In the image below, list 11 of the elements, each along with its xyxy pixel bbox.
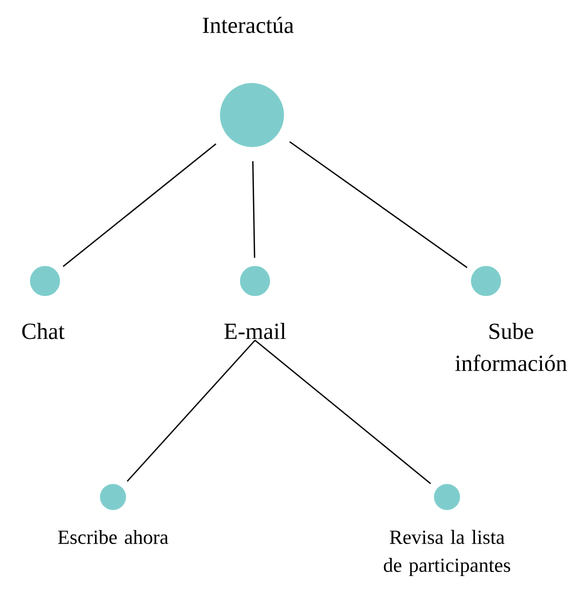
connector-line	[62, 143, 216, 267]
dot-with-label: Interactúa	[202, 16, 294, 147]
dot-with-label: Revisa la lista de participantes	[384, 484, 510, 576]
connector-line	[254, 340, 431, 484]
dot-with-label: Chat	[22, 266, 65, 340]
dot-with-label: Escribe ahora	[58, 484, 168, 544]
connector-line	[252, 161, 256, 258]
connector-line	[289, 141, 468, 268]
connector-line	[126, 340, 256, 482]
dot-with-label: E-mail	[224, 266, 286, 340]
dot-with-label: Sube información	[455, 266, 567, 372]
